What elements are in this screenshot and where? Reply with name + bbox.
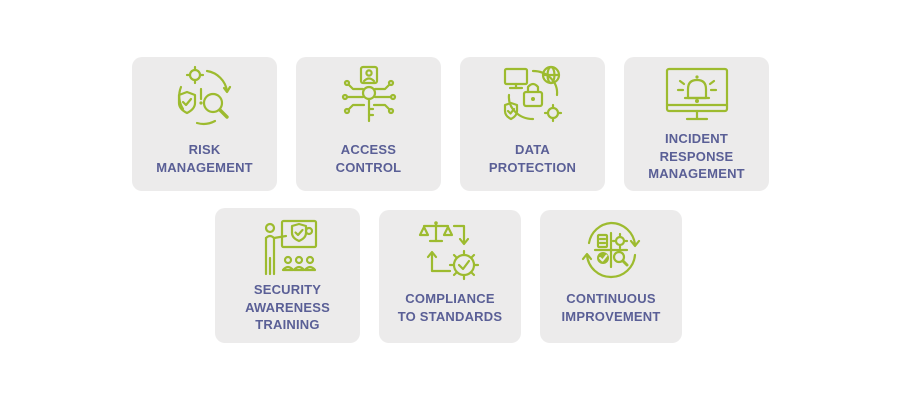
security-training-icon <box>252 218 324 280</box>
label-line: DATA <box>515 142 550 157</box>
card-label: COMPLIANCE TO STANDARDS <box>383 290 517 325</box>
label-line: SECURITY <box>253 282 322 297</box>
label-line: IMPROVEMENT <box>561 308 661 324</box>
label-line: RISK <box>188 142 221 157</box>
card-security-awareness-training: SECURITY AWARENESS TRAINING <box>215 208 360 343</box>
continuous-improvement-icon <box>575 219 647 281</box>
card-label: ACCESS CONTROL <box>300 141 437 176</box>
label-line: CONTINUOUS <box>566 291 656 306</box>
data-protection-icon <box>497 65 569 127</box>
card-label: DATA PROTECTION <box>464 141 601 176</box>
label-line: CONTROL <box>335 159 402 175</box>
label-line: TO STANDARDS <box>397 308 503 324</box>
label-line: PROTECTION <box>488 159 577 175</box>
card-continuous-improvement: CONTINUOUS IMPROVEMENT <box>540 210 682 343</box>
card-label: INCIDENT RESPONSE MANAGEMENT <box>628 130 765 183</box>
label-line: MANAGEMENT <box>648 166 745 181</box>
compliance-icon <box>414 219 486 281</box>
card-risk-management: RISK MANAGEMENT <box>132 57 277 191</box>
card-data-protection: DATA PROTECTION <box>460 57 605 191</box>
label-line: ACCESS <box>340 142 397 157</box>
label-line: COMPLIANCE <box>405 291 495 306</box>
card-incident-response-management: INCIDENT RESPONSE MANAGEMENT <box>624 57 769 191</box>
card-label: SECURITY AWARENESS TRAINING <box>219 281 356 334</box>
risk-management-icon <box>169 65 241 127</box>
access-control-icon <box>333 65 405 127</box>
label-line: TRAINING <box>255 317 320 332</box>
card-label: CONTINUOUS IMPROVEMENT <box>544 290 678 325</box>
incident-response-icon <box>661 65 733 127</box>
label-line: INCIDENT <box>665 131 728 146</box>
card-access-control: ACCESS CONTROL <box>296 57 441 191</box>
card-label: RISK MANAGEMENT <box>136 141 273 176</box>
card-compliance-to-standards: COMPLIANCE TO STANDARDS <box>379 210 521 343</box>
label-line: MANAGEMENT <box>156 159 253 175</box>
label-line: AWARENESS <box>245 299 330 315</box>
label-line: RESPONSE <box>659 148 734 164</box>
